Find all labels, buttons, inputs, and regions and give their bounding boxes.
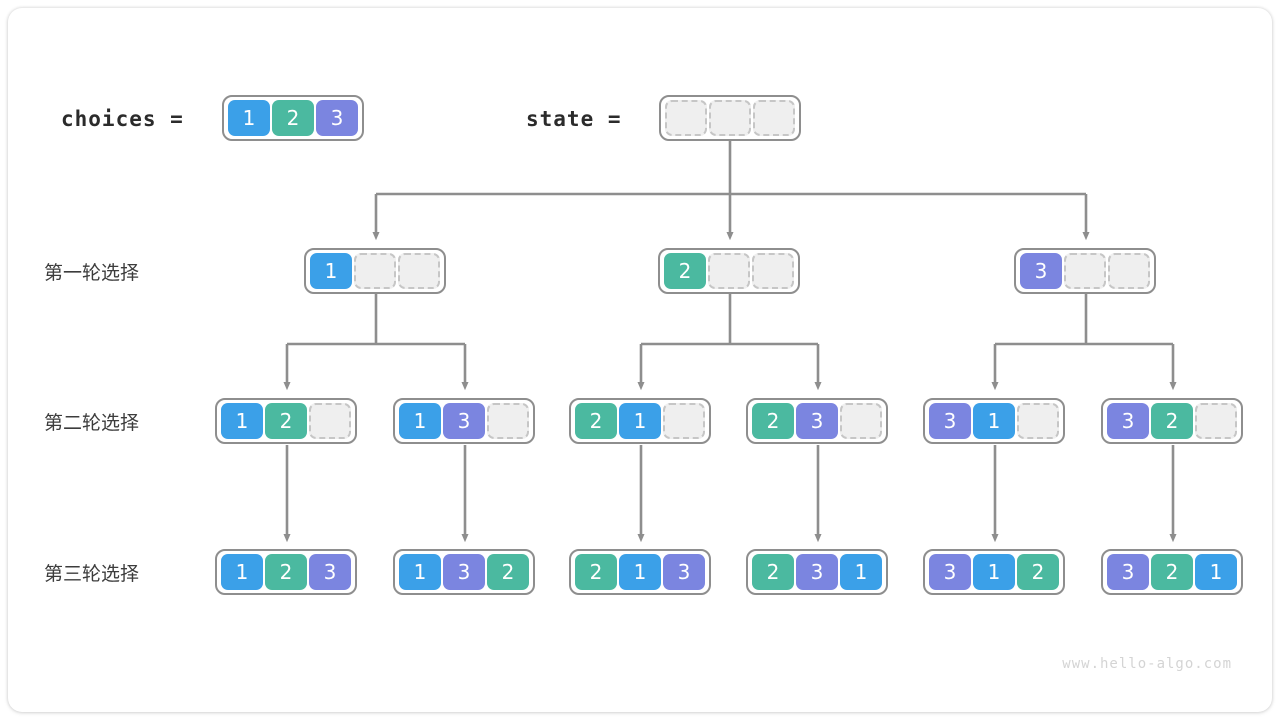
level3-array-1-cell-1: 3	[443, 554, 485, 590]
watermark: www.hello-algo.com	[1062, 656, 1232, 672]
state-array	[659, 95, 801, 141]
level2-array-0-cell-2	[309, 403, 351, 439]
level3-array-3-cell-2: 1	[840, 554, 882, 590]
level3-array-0-cell-1: 2	[265, 554, 307, 590]
level2-array-3-cell-2	[840, 403, 882, 439]
level2-array-4-cell-0: 3	[929, 403, 971, 439]
row-label-level-2: 第二轮选择	[44, 412, 140, 434]
level1-array-1-cell-1	[708, 253, 750, 289]
level3-array-5-cell-2: 1	[1195, 554, 1237, 590]
level2-array-5-cell-0: 3	[1107, 403, 1149, 439]
level1-array-1: 2	[658, 248, 800, 294]
level3-array-5-cell-1: 2	[1151, 554, 1193, 590]
choices-array-cell-1: 2	[272, 100, 314, 136]
level2-array-2-cell-2	[663, 403, 705, 439]
level1-array-0: 1	[304, 248, 446, 294]
state-array-cell-0	[665, 100, 707, 136]
level1-array-0-cell-1	[354, 253, 396, 289]
level1-array-1-cell-2	[752, 253, 794, 289]
level2-array-0-cell-0: 1	[221, 403, 263, 439]
level2-array-5-cell-2	[1195, 403, 1237, 439]
level3-array-0-cell-0: 1	[221, 554, 263, 590]
level3-array-3-cell-0: 2	[752, 554, 794, 590]
level2-array-1-cell-1: 3	[443, 403, 485, 439]
choices-label: choices =	[61, 107, 184, 131]
level1-array-2-cell-2	[1108, 253, 1150, 289]
level1-array-2-cell-1	[1064, 253, 1106, 289]
choices-array-cell-2: 3	[316, 100, 358, 136]
level1-array-2-cell-0: 3	[1020, 253, 1062, 289]
choices-array-cell-0: 1	[228, 100, 270, 136]
level1-array-0-cell-0: 1	[310, 253, 352, 289]
level2-array-4-cell-2	[1017, 403, 1059, 439]
level3-array-5-cell-0: 3	[1107, 554, 1149, 590]
state-array-cell-2	[753, 100, 795, 136]
level3-array-2-cell-1: 1	[619, 554, 661, 590]
level3-array-4-cell-1: 1	[973, 554, 1015, 590]
connector-layer	[283, 141, 1177, 543]
level1-array-0-cell-2	[398, 253, 440, 289]
level2-array-3-cell-1: 3	[796, 403, 838, 439]
level2-array-4-cell-1: 1	[973, 403, 1015, 439]
level2-array-5-cell-1: 2	[1151, 403, 1193, 439]
level3-array-1-cell-0: 1	[399, 554, 441, 590]
level1-array-1-cell-0: 2	[664, 253, 706, 289]
level3-array-1-cell-2: 2	[487, 554, 529, 590]
level3-array-4-cell-2: 2	[1017, 554, 1059, 590]
level2-array-1-cell-2	[487, 403, 529, 439]
level3-array-0-cell-2: 3	[309, 554, 351, 590]
level2-array-2-cell-0: 2	[575, 403, 617, 439]
level2-array-0-cell-1: 2	[265, 403, 307, 439]
state-array-cell-1	[709, 100, 751, 136]
level3-array-4-cell-0: 3	[929, 554, 971, 590]
row-label-level-3: 第三轮选择	[44, 563, 140, 585]
level3-array-2-cell-2: 3	[663, 554, 705, 590]
level2-array-1-cell-0: 1	[399, 403, 441, 439]
state-label: state =	[526, 107, 622, 131]
level3-array-3-cell-1: 3	[796, 554, 838, 590]
level2-array-2-cell-1: 1	[619, 403, 661, 439]
level2-array-3-cell-0: 2	[752, 403, 794, 439]
level1-array-2: 3	[1014, 248, 1156, 294]
level3-array-2-cell-0: 2	[575, 554, 617, 590]
row-label-level-1: 第一轮选择	[44, 262, 140, 284]
